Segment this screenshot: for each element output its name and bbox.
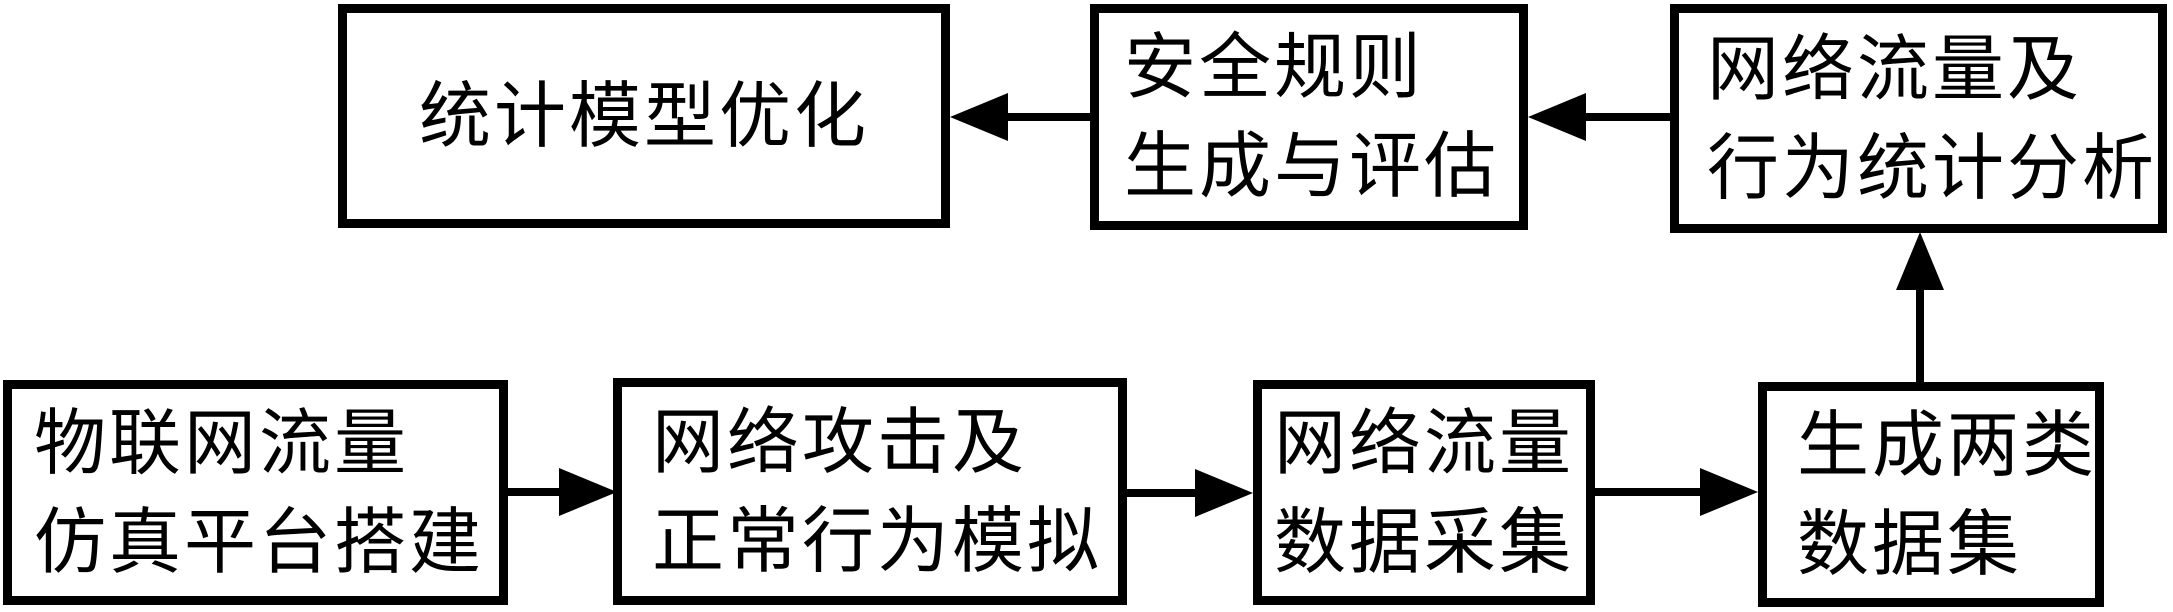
node-statistical-model-optimization: 统计模型优化	[338, 4, 950, 228]
node-traffic-behavior-statistical-analysis: 网络流量及 行为统计分析	[1670, 4, 2167, 233]
edge-line-analysis-to-rules	[1582, 113, 1670, 121]
node-label-line: 行为统计分析	[1707, 125, 2158, 210]
arrowhead-left-icon	[950, 93, 1008, 141]
arrowhead-up-icon	[1896, 232, 1944, 290]
node-label-line: 正常行为模拟	[652, 498, 1103, 583]
node-label-line: 物联网流量	[34, 400, 410, 485]
node-label-line: 网络流量及	[1707, 26, 2083, 111]
node-network-traffic-data-collection: 网络流量 数据采集	[1253, 380, 1595, 605]
edge-line-datasets-to-analysis	[1916, 286, 1924, 386]
node-label-line: 生成与评估	[1124, 124, 1500, 208]
arrowhead-right-icon	[559, 468, 617, 516]
edge-line-iotsim-to-attacksim	[508, 488, 563, 496]
node-label-line: 安全规则	[1124, 25, 1425, 109]
edge-line-attacksim-to-collect	[1127, 489, 1199, 497]
edge-line-collect-to-datasets	[1595, 488, 1704, 496]
node-label-line: 仿真平台搭建	[34, 499, 485, 584]
node-label-line: 数据集	[1797, 501, 2023, 586]
node-attack-and-normal-behavior-simulation: 网络攻击及 正常行为模拟	[613, 378, 1127, 605]
node-label-line: 网络攻击及	[652, 399, 1028, 484]
node-label-line: 数据采集	[1273, 499, 1574, 584]
node-label-line: 生成两类	[1797, 402, 2098, 487]
node-iot-traffic-simulation-platform: 物联网流量 仿真平台搭建	[3, 380, 508, 605]
node-generate-two-dataset-types: 生成两类 数据集	[1758, 382, 2104, 607]
node-label-line: 统计模型优化	[418, 73, 869, 158]
arrowhead-left-icon	[1528, 93, 1586, 141]
node-label-line: 网络流量	[1273, 400, 1574, 485]
arrowhead-right-icon	[1195, 469, 1253, 517]
node-security-rule-generation-evaluation: 安全规则 生成与评估	[1090, 4, 1528, 230]
arrowhead-right-icon	[1700, 468, 1758, 516]
edge-line-rules-to-modelopt	[1004, 113, 1090, 121]
